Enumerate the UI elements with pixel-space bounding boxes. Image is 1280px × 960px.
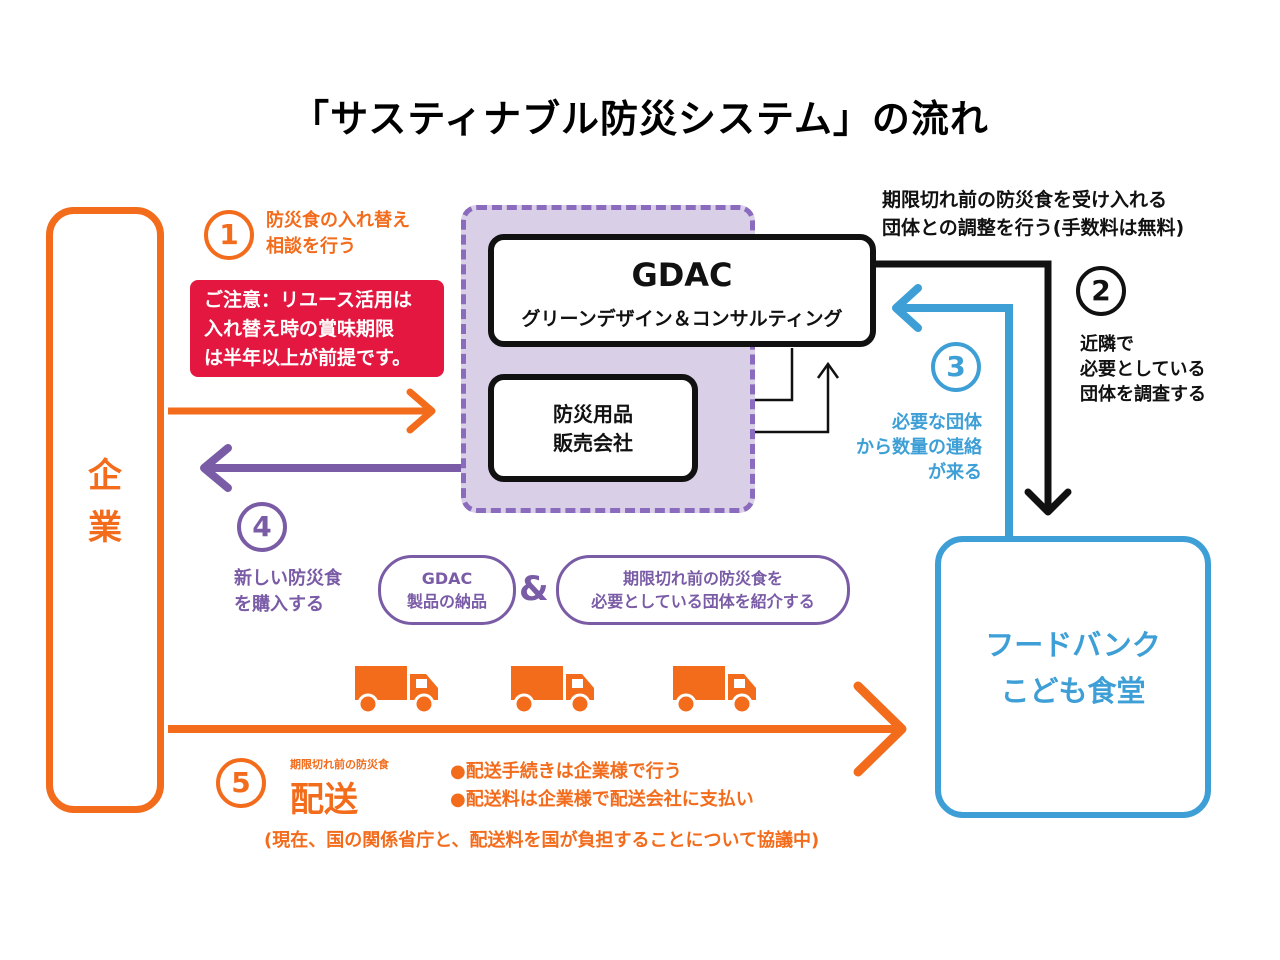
- step1-arrow: [168, 388, 436, 434]
- company-label: 企 業: [46, 450, 164, 554]
- step2-top-line1: 期限切れ前の防災食を受け入れる: [882, 189, 1168, 211]
- step5-bullet1: ●配送手続きは企業様で行う: [450, 761, 682, 782]
- caution-line2: 入れ替え時の賞味期限: [204, 318, 395, 340]
- step4-number-badge: 4: [237, 502, 287, 552]
- disaster-goods-seller-box: 防災用品 販売会社: [488, 374, 698, 482]
- foodbank-label: フードバンク こども食堂: [935, 622, 1211, 714]
- step5-small-label: 期限切れ前の防災食: [290, 758, 389, 771]
- caution-note: ご注意：リユース活用は 入れ替え時の賞味期限 は半年以上が前提です。: [190, 280, 444, 377]
- step1-number-badge: 1: [204, 210, 254, 260]
- ampersand: &: [519, 569, 549, 609]
- gdac-subtitle: グリーンデザイン＆コンサルティング: [521, 308, 843, 330]
- step3-arrow: [892, 284, 1013, 536]
- step3-number-badge: 3: [931, 342, 981, 392]
- step2-line1: 近隣で: [1080, 334, 1134, 355]
- step5-bullets: ●配送手続きは企業様で行う ●配送料は企業様で配送会社に支払い: [450, 758, 754, 814]
- step2-line3: 団体を調査する: [1080, 384, 1206, 405]
- step4-text: 新しい防災食 を購入する: [234, 566, 342, 618]
- step1-line1: 防災食の入れ替え: [266, 210, 410, 231]
- company-box: [46, 207, 164, 813]
- foodbank-line1: フードバンク: [985, 628, 1161, 662]
- seller-line1: 防災用品: [553, 402, 633, 426]
- company-label-line2: 業: [88, 508, 122, 548]
- caution-line1: ご注意：リユース活用は: [204, 289, 413, 311]
- foodbank-box: [935, 536, 1211, 818]
- step4-line1: 新しい防災食: [234, 568, 342, 589]
- pill2-line2: 必要としている団体を紹介する: [591, 592, 815, 611]
- step3-text: 必要な団体 から数量の連絡 が来る: [820, 410, 982, 485]
- step2-arrow: [876, 260, 1072, 516]
- step2-top-text: 期限切れ前の防災食を受け入れる 団体との調整を行う(手数料は無料): [882, 186, 1184, 242]
- gdac-box: GDAC グリーンデザイン＆コンサルティング: [488, 234, 876, 347]
- step1-line2: 相談を行う: [266, 236, 356, 257]
- step2-line2: 必要としている: [1080, 359, 1206, 380]
- step3-line3: が来る: [928, 462, 982, 483]
- step5-number-badge: 5: [216, 758, 266, 808]
- page-title: 「サスティナブル防災システム」の流れ: [291, 97, 989, 141]
- pill2-line1: 期限切れ前の防災食を: [622, 569, 783, 588]
- introduce-group-pill: 期限切れ前の防災食を 必要としている団体を紹介する: [556, 555, 850, 625]
- step3-line1: 必要な団体: [892, 412, 982, 433]
- step3-line2: から数量の連絡: [856, 437, 982, 458]
- truck-icon: [673, 666, 756, 715]
- gdac-product-pill: GDAC 製品の納品: [378, 555, 516, 625]
- step1-text: 防災食の入れ替え 相談を行う: [266, 208, 410, 260]
- truck-icon: [355, 666, 438, 715]
- step5-label: 配送: [290, 780, 358, 820]
- gdac-title: GDAC: [631, 256, 733, 294]
- step2-text: 近隣で 必要としている 団体を調査する: [1080, 332, 1206, 407]
- step2-number-badge: 2: [1076, 266, 1126, 316]
- step5-bullet2: ●配送料は企業様で配送会社に支払い: [450, 789, 754, 810]
- step4-line2: を購入する: [234, 594, 324, 615]
- pill1-line1: GDAC: [421, 569, 473, 588]
- caution-line3: は半年以上が前提です。: [204, 347, 412, 369]
- step5-note: (現在、国の関係省庁と、配送料を国が負担することについて協議中): [264, 830, 820, 851]
- step4-arrow: [200, 444, 461, 492]
- seller-line2: 販売会社: [553, 431, 633, 455]
- pill1-line2: 製品の納品: [406, 592, 487, 611]
- foodbank-line2: こども食堂: [1000, 674, 1146, 708]
- step5-arrow: [168, 681, 907, 777]
- step2-top-line2: 団体との調整を行う(手数料は無料): [882, 217, 1185, 239]
- company-label-line1: 企: [88, 456, 122, 496]
- truck-icon: [511, 666, 594, 715]
